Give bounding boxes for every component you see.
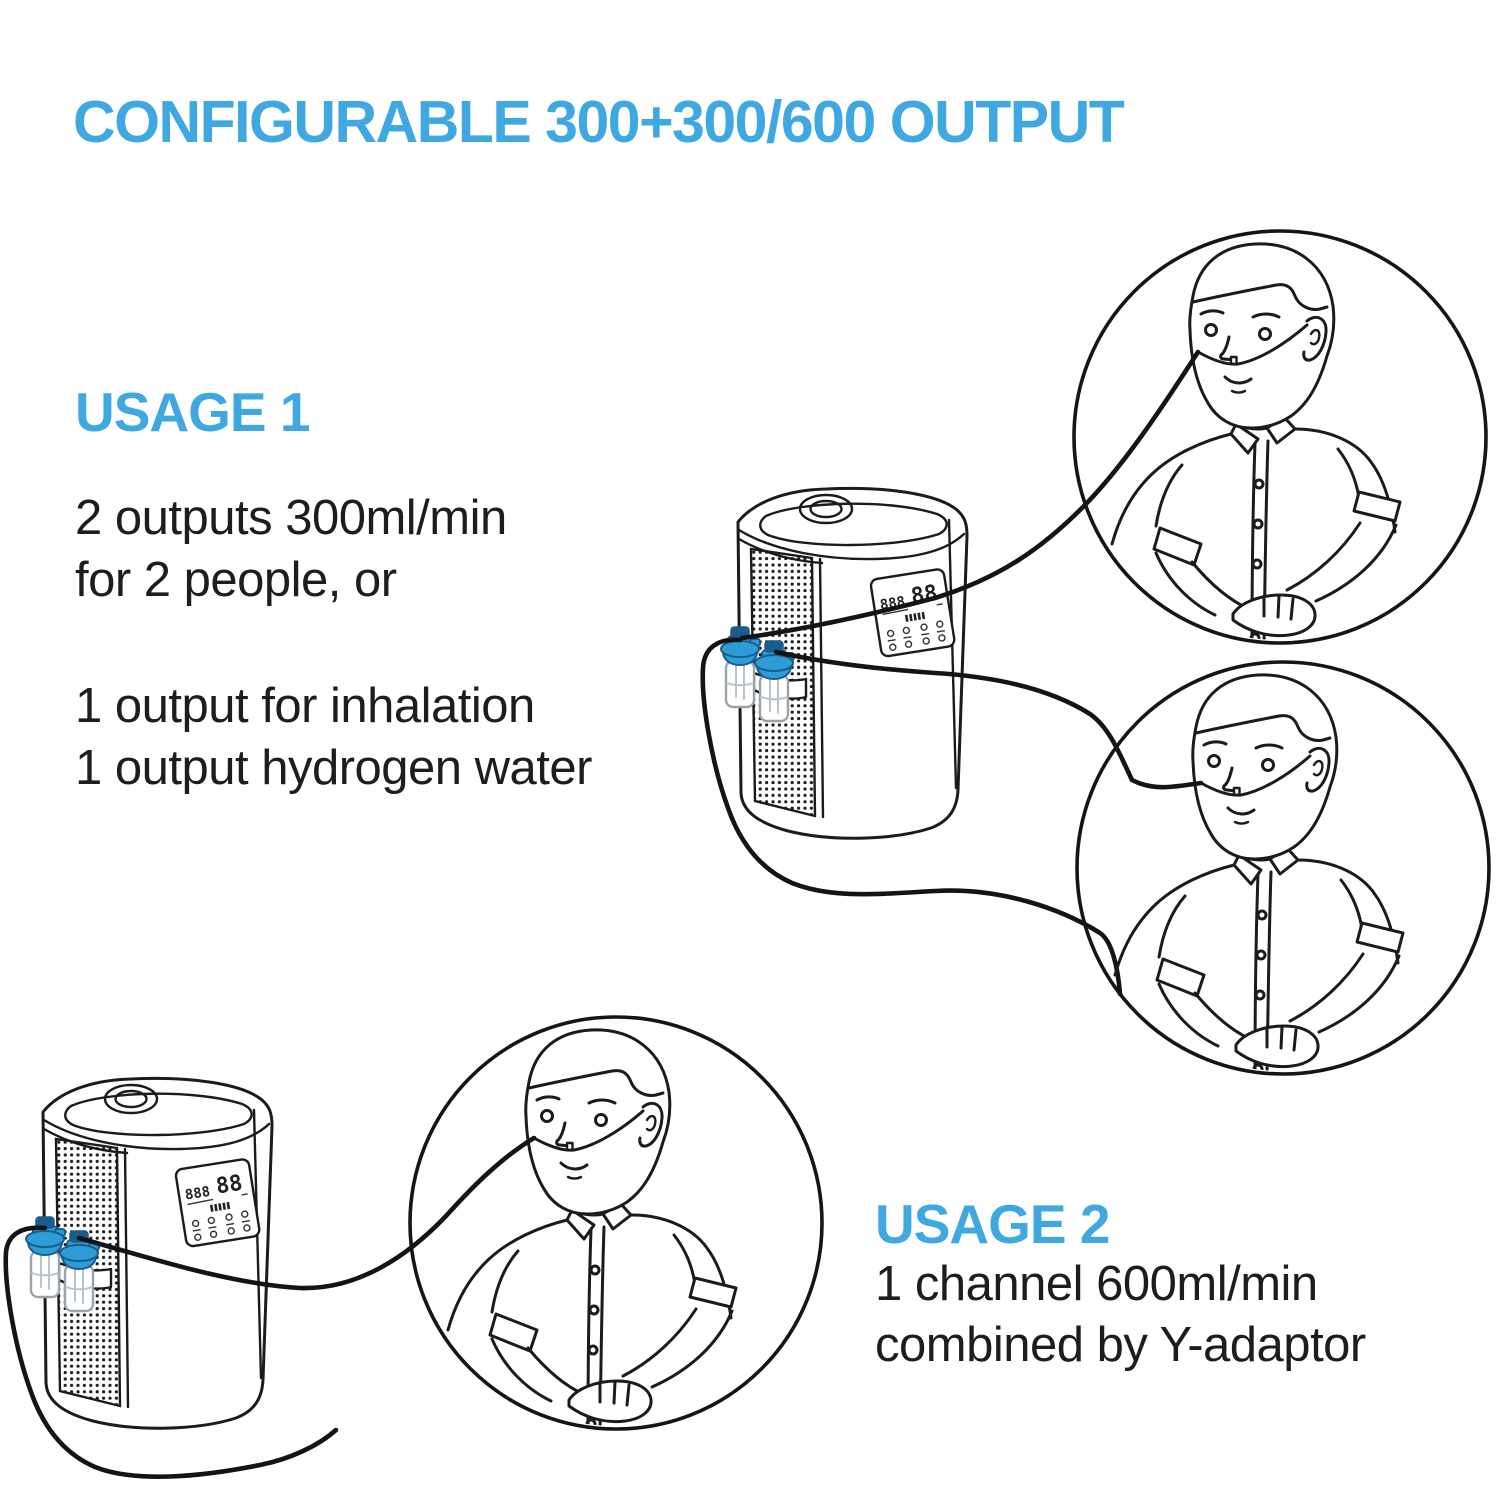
tube-loop-machine2 <box>3 1225 339 1480</box>
tube-loop-machine1 <box>700 637 1123 997</box>
usage2-para-line2: combined by Y-adaptor <box>875 1318 1366 1372</box>
person-2 <box>1077 662 1489 1077</box>
tube-machine2-to-person3 <box>76 1135 537 1291</box>
person-1 <box>1074 231 1486 646</box>
usage2-para-line1: 1 channel 600ml/min <box>875 1257 1318 1311</box>
usage2-heading: USAGE 2 <box>875 1193 1110 1255</box>
usage1-para1-line2: for 2 people, or <box>75 553 397 607</box>
page-title: CONFIGURABLE 300+300/600 OUTPUT <box>73 89 1125 155</box>
usage1-heading: USAGE 1 <box>75 381 310 443</box>
machine-usage2 <box>24 1076 274 1430</box>
tube-machine1-to-person1 <box>739 349 1201 641</box>
tube-machine1-to-person2 <box>773 649 1204 790</box>
usage1-para1-line1: 2 outputs 300ml/min <box>75 491 507 545</box>
usage1-para2-line2: 1 output hydrogen water <box>75 741 592 795</box>
usage1-para2-line1: 1 output for inhalation <box>75 679 535 733</box>
person-3 <box>410 1017 822 1432</box>
